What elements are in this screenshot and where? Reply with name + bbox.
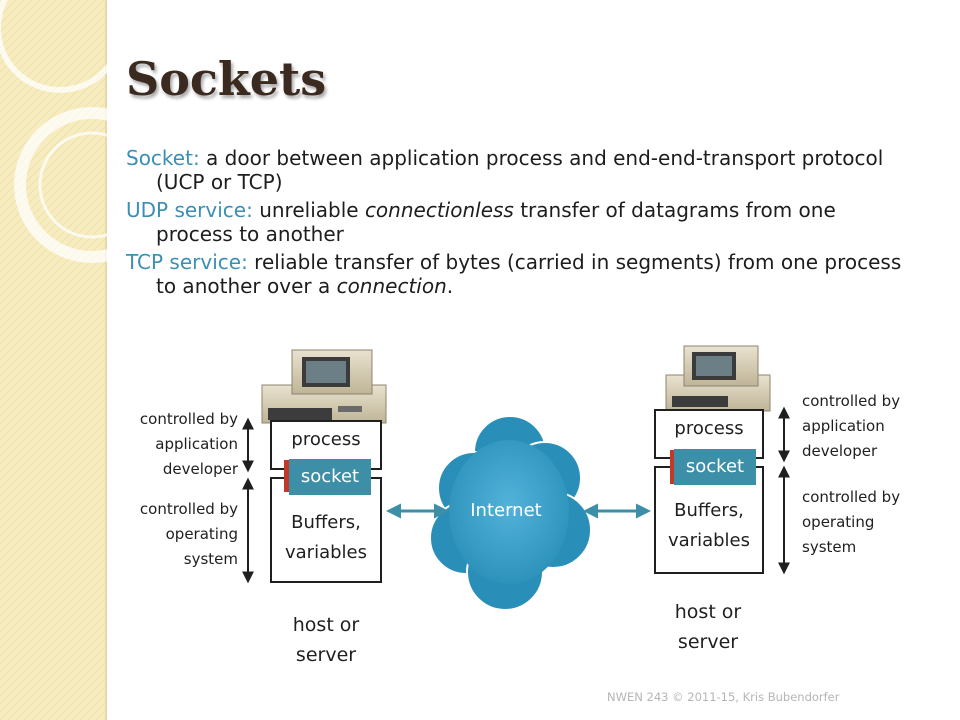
bullet-term: TCP service:: [126, 250, 248, 274]
left-socket: [284, 459, 371, 495]
bullet-term: Socket:: [126, 146, 200, 170]
buffers-line: variables: [285, 542, 367, 563]
internet-label: Internet: [470, 500, 542, 521]
left-os-label: controlled by operating system: [106, 497, 238, 572]
buffers-line: variables: [668, 530, 750, 551]
left-buffers-box: [270, 477, 382, 583]
right-buffers-label: Buffers, variables: [655, 496, 763, 556]
bullet-tcp: TCP service: reliable transfer of bytes …: [126, 250, 916, 298]
right-app-dev-label: controlled by application developer: [802, 389, 942, 464]
host-line: server: [677, 631, 739, 653]
bullet-socket: Socket: a door between application proce…: [126, 146, 916, 194]
pet-computer-icon: [665, 345, 771, 412]
bullet-list: Socket: a door between application proce…: [126, 146, 916, 302]
right-socket-label: socket: [685, 456, 745, 477]
host-line: server: [295, 644, 357, 666]
decorative-rings: [0, 0, 170, 263]
side-line: application: [802, 417, 885, 435]
slide-footer: NWEN 243 © 2011-15, Kris Bubendorfer: [607, 690, 840, 704]
right-process-label: process: [674, 418, 744, 439]
bullet-text: .: [446, 274, 454, 298]
buffers-line: Buffers,: [674, 500, 744, 521]
side-line: developer: [162, 460, 238, 478]
control-arrows: [242, 406, 790, 584]
right-host-label: host or server: [646, 597, 770, 657]
bullet-term: UDP service:: [126, 198, 253, 222]
host-line: host or: [674, 601, 742, 623]
pet-computer-icon: [261, 349, 387, 424]
left-buffers-label: Buffers, variables: [271, 508, 381, 568]
right-os-label: controlled by operating system: [802, 485, 942, 560]
side-line: controlled by: [139, 410, 238, 428]
sidebar-decoration: [0, 0, 170, 720]
bullet-text: a door between application process and e…: [156, 146, 884, 194]
bullet-emphasis: connection: [336, 274, 447, 298]
side-line: developer: [802, 442, 878, 460]
bullet-text: reliable transfer of bytes (carried in s…: [156, 250, 902, 298]
buffers-line: Buffers,: [291, 512, 361, 533]
bullet-text: unreliable: [252, 198, 365, 222]
side-line: controlled by: [802, 392, 901, 410]
side-line: controlled by: [802, 488, 901, 506]
internet-cloud-icon: [429, 415, 592, 611]
side-line: controlled by: [139, 500, 238, 518]
bullet-text: transfer of datagrams from one process t…: [156, 198, 836, 246]
left-app-dev-label: controlled by application developer: [106, 407, 238, 482]
side-line: application: [155, 435, 238, 453]
side-line: operating: [165, 525, 238, 543]
left-host-label: host or server: [264, 610, 388, 670]
side-line: system: [183, 550, 238, 568]
left-process-label: process: [291, 429, 361, 450]
left-socket-label: socket: [300, 466, 360, 487]
host-line: host or: [292, 614, 360, 636]
side-line: system: [802, 538, 857, 556]
bullet-emphasis: connectionless: [364, 198, 514, 222]
slide-title: Sockets: [126, 52, 327, 106]
side-line: operating: [802, 513, 875, 531]
bullet-udp: UDP service: unreliable connectionless t…: [126, 198, 916, 246]
right-socket: [670, 449, 756, 485]
